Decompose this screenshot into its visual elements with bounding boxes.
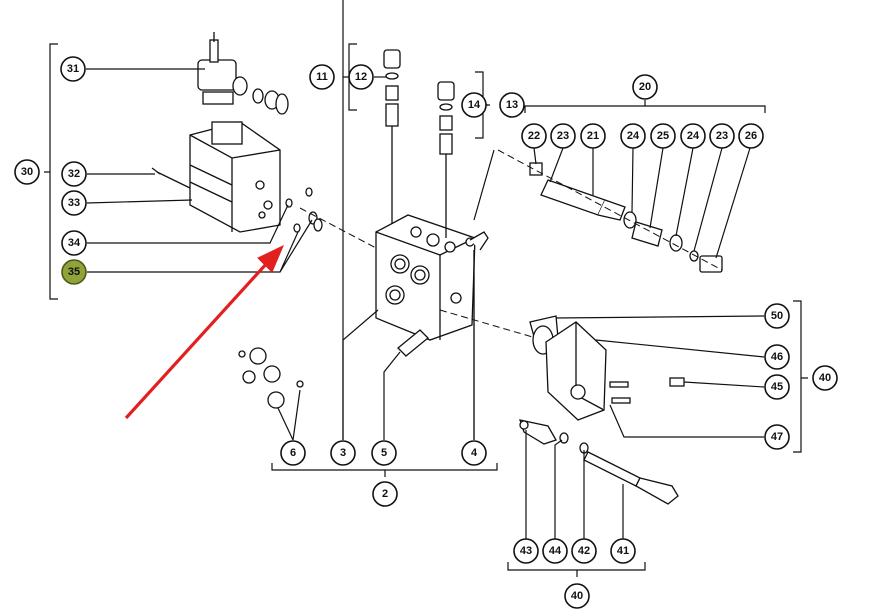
red-pointer-arrow	[124, 244, 284, 420]
svg-text:40: 40	[819, 372, 831, 384]
callout-25: 25	[650, 123, 676, 149]
callout-30: 30	[14, 159, 40, 185]
callout-22: 22	[521, 123, 547, 149]
svg-text:34: 34	[68, 237, 81, 249]
leader-lines	[86, 0, 765, 540]
svg-text:40: 40	[571, 590, 583, 602]
callout-41: 41	[610, 538, 636, 564]
callout-3: 3	[330, 440, 356, 466]
solenoid-valve-body	[189, 121, 281, 233]
callout-13: 13	[499, 92, 525, 118]
callout-24-second: 24	[680, 123, 706, 149]
lever-housing	[529, 315, 685, 421]
svg-text:33: 33	[68, 197, 80, 209]
svg-text:5: 5	[381, 447, 387, 459]
callout-32: 32	[61, 161, 87, 187]
callout-5: 5	[371, 440, 397, 466]
svg-text:35: 35	[68, 266, 80, 278]
callout-20: 20	[632, 74, 658, 100]
svg-text:50: 50	[771, 310, 783, 322]
svg-text:45: 45	[771, 381, 783, 393]
svg-text:11: 11	[316, 71, 328, 83]
callout-24: 24	[620, 123, 646, 149]
cartridge-14	[437, 81, 455, 238]
callout-44: 44	[542, 538, 568, 564]
svg-text:30: 30	[21, 166, 33, 178]
svg-text:24: 24	[687, 130, 700, 142]
svg-text:41: 41	[617, 545, 629, 557]
callout-11: 11	[309, 64, 335, 90]
svg-text:42: 42	[578, 545, 590, 557]
svg-text:22: 22	[528, 130, 540, 142]
seal-rings-6	[238, 347, 304, 409]
svg-text:32: 32	[68, 168, 80, 180]
callout-43: 43	[513, 538, 539, 564]
callout-50: 50	[764, 303, 790, 329]
callout-6: 6	[280, 440, 306, 466]
svg-text:43: 43	[520, 545, 532, 557]
callout-4: 4	[461, 440, 487, 466]
callout-40: 40	[812, 365, 838, 391]
callout-46: 46	[764, 344, 790, 370]
callout-45: 45	[764, 374, 790, 400]
svg-text:2: 2	[382, 488, 388, 500]
callout-40-second: 40	[564, 583, 590, 609]
svg-text:47: 47	[771, 431, 783, 443]
svg-text:13: 13	[506, 99, 518, 111]
svg-text:14: 14	[468, 99, 481, 111]
spool-assembly	[529, 162, 723, 273]
svg-text:20: 20	[639, 81, 651, 93]
callout-31: 31	[60, 56, 86, 82]
small-seals-34-35	[285, 187, 323, 233]
callout-21: 21	[580, 123, 606, 149]
block-axis	[299, 207, 377, 249]
callout-47: 47	[764, 424, 790, 450]
callout-42: 42	[571, 538, 597, 564]
callout-33: 33	[61, 190, 87, 216]
callout-2: 2	[372, 481, 398, 507]
bolt-32	[151, 167, 191, 189]
fitting-5	[397, 329, 429, 357]
svg-text:26: 26	[745, 130, 757, 142]
spool-axis	[497, 149, 723, 271]
svg-text:4: 4	[471, 447, 478, 459]
callout-35-highlighted: 35	[61, 259, 87, 285]
svg-text:3: 3	[340, 447, 346, 459]
callout-26: 26	[738, 123, 764, 149]
svg-text:6: 6	[290, 447, 296, 459]
link-43	[519, 419, 557, 445]
svg-text:21: 21	[587, 130, 599, 142]
svg-text:44: 44	[549, 545, 562, 557]
lever-41	[583, 451, 679, 505]
bracket-4	[469, 231, 489, 251]
svg-text:23: 23	[716, 130, 728, 142]
valve-block	[375, 214, 476, 341]
cartridge-12	[383, 49, 401, 224]
svg-text:12: 12	[355, 71, 367, 83]
svg-text:46: 46	[771, 351, 783, 363]
svg-text:24: 24	[627, 130, 640, 142]
callout-14: 14	[461, 92, 487, 118]
svg-text:25: 25	[657, 130, 669, 142]
svg-text:31: 31	[67, 63, 79, 75]
callout-12: 12	[348, 64, 374, 90]
callout-23-second: 23	[709, 123, 735, 149]
callout-34: 34	[61, 230, 87, 256]
solenoid-coil	[197, 32, 289, 115]
svg-text:23: 23	[557, 130, 569, 142]
callout-23: 23	[550, 123, 576, 149]
